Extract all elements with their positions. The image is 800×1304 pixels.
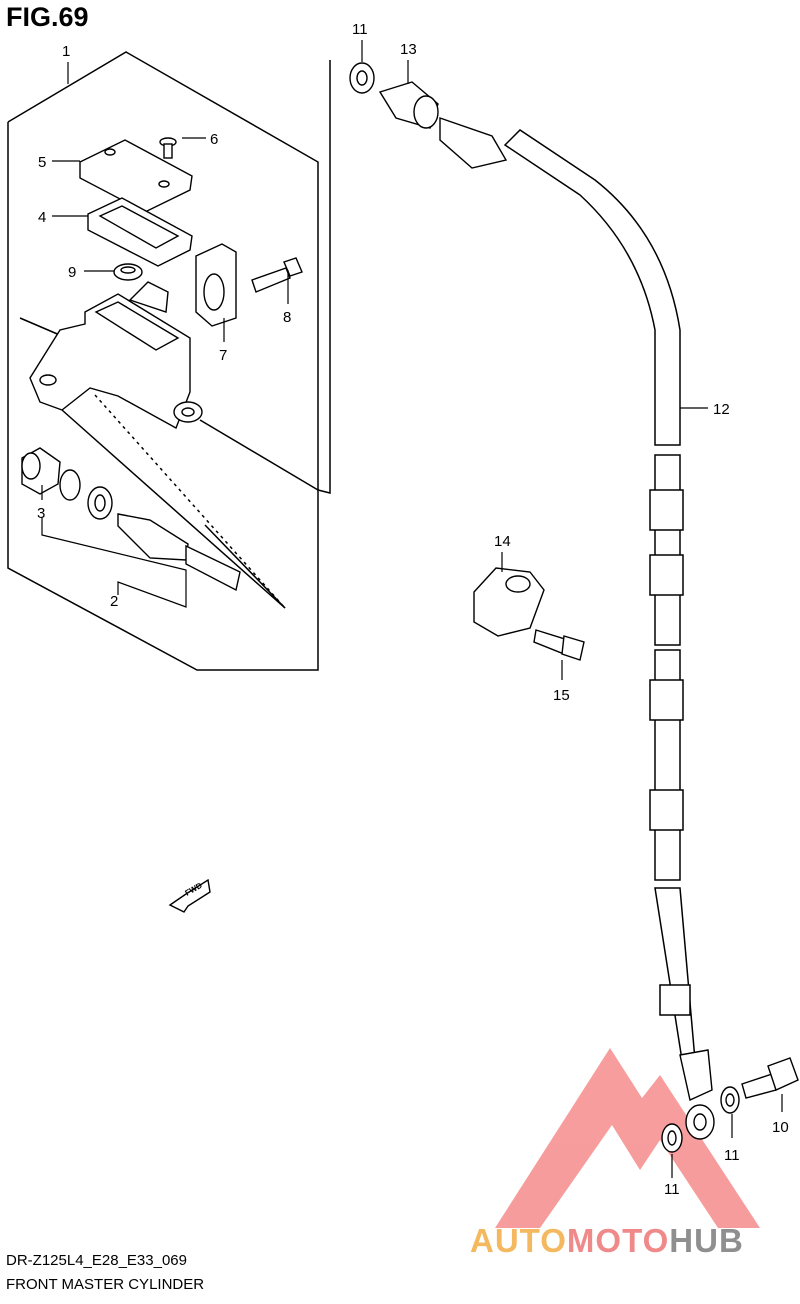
callout-6: 6: [210, 131, 218, 148]
callout-11-top: 11: [352, 21, 368, 38]
assembly-box: [7, 51, 331, 671]
clamp-bolt: [251, 257, 303, 293]
callout-12: 12: [713, 401, 730, 418]
copper-washer-top: [349, 62, 375, 94]
callout-2: 2: [110, 593, 118, 610]
figure-name: FRONT MASTER CYLINDER: [6, 1276, 205, 1293]
callout-11-bottom: 11: [664, 1181, 680, 1198]
hose-fitting: [378, 81, 508, 169]
callout-1: 1: [62, 43, 70, 60]
callout-3: 3: [37, 505, 45, 522]
callout-8: 8: [283, 309, 291, 326]
fwd-arrow: [168, 878, 211, 913]
piston-and-spring: [117, 513, 241, 592]
screw: [159, 137, 177, 159]
callout-13: 13: [400, 41, 417, 58]
callout-11-middle: 11: [724, 1147, 740, 1164]
callout-10: 10: [772, 1119, 789, 1136]
callout-5: 5: [38, 154, 46, 171]
watermark-moto: MOTO: [566, 1222, 670, 1259]
washer: [87, 486, 113, 520]
handlebar-clamp: [195, 243, 237, 327]
watermark-hub: HUB: [669, 1222, 744, 1259]
copper-washer-bottom: [661, 1123, 683, 1153]
model-code: DR-Z125L4_E28_E33_069: [6, 1252, 187, 1269]
watermark-auto: AUTO: [470, 1222, 567, 1259]
union-bolt: [741, 1057, 799, 1099]
brake-hose: [503, 129, 696, 1061]
piston-boot: [21, 447, 61, 495]
leader-lines: [41, 40, 783, 1178]
reservoir-cap: [79, 139, 193, 213]
copper-washer-middle: [720, 1086, 740, 1114]
banjo-fitting: [679, 1049, 715, 1140]
clamp-bolt-small: [533, 629, 585, 661]
callout-4: 4: [38, 209, 46, 226]
callout-14: 14: [494, 533, 511, 550]
hose-clamp: [473, 567, 545, 637]
diaphragm: [113, 263, 143, 281]
diaphragm-plate: [87, 197, 193, 267]
watermark-text: AUTOMOTOHUB: [470, 1222, 744, 1260]
callout-9: 9: [68, 264, 76, 281]
callout-7: 7: [219, 347, 227, 364]
master-cylinder-body: [29, 281, 203, 429]
watermark-logo: [495, 1048, 760, 1228]
figure-title: FIG.69: [6, 2, 89, 32]
callout-15: 15: [553, 687, 570, 704]
circlip: [59, 469, 81, 501]
